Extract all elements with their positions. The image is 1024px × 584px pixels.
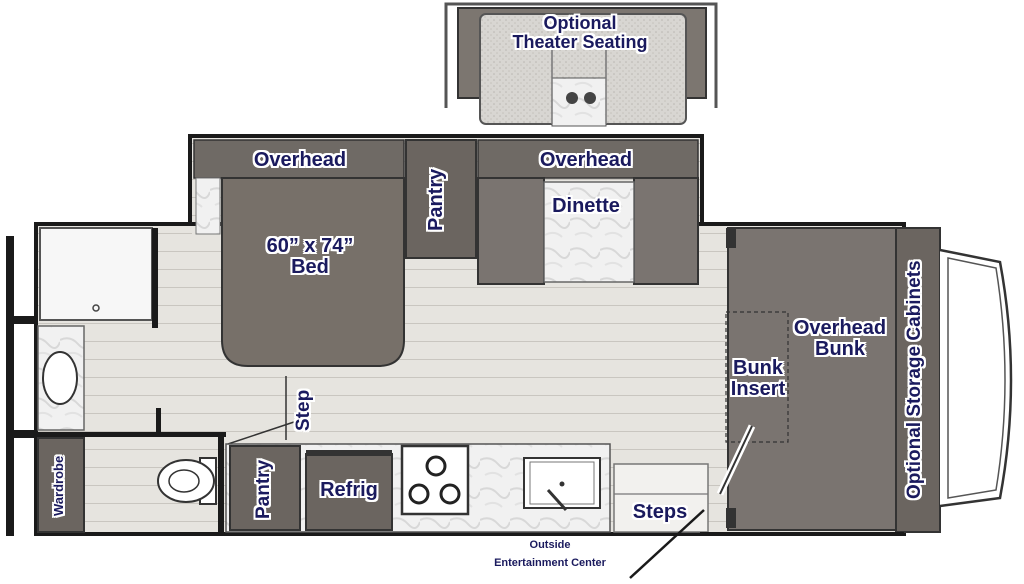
rear-bumper	[6, 236, 34, 536]
dinette-table	[543, 181, 635, 283]
bunk-insert-outline	[725, 311, 789, 443]
storage-cabinets	[895, 227, 941, 533]
label-overhead-bed: Overhead	[253, 149, 347, 171]
pantry-top	[405, 139, 477, 259]
label-dinette: Dinette	[552, 195, 620, 217]
pantry-bottom	[229, 445, 301, 531]
theater-seating	[444, 2, 718, 127]
bath-sink	[42, 351, 78, 405]
overhead-bunk	[727, 227, 897, 531]
label-entertainment-center: Entertainment Center	[494, 557, 606, 569]
label-pantry-bottom: Pantry	[253, 459, 274, 519]
label-overhead-bunk: Overhead Bunk	[793, 317, 887, 360]
dinette-seat-left	[477, 177, 545, 285]
label-step: Step	[293, 389, 314, 431]
overhead-bed-cabinet	[193, 139, 405, 179]
label-wardrobe: Wardrobe	[51, 455, 66, 517]
refrigerator	[305, 453, 393, 531]
cab-seats	[716, 228, 756, 528]
bed	[221, 177, 405, 367]
dinette-seat-right	[633, 177, 699, 285]
wardrobe	[37, 437, 85, 533]
label-steps: Steps	[632, 501, 688, 523]
label-overhead-dinette: Overhead	[539, 149, 633, 171]
label-outside: Outside	[529, 539, 571, 551]
label-theater-seating: Optional Theater Seating	[512, 13, 648, 52]
stove	[400, 444, 470, 516]
label-bunk-insert: Bunk Insert	[730, 357, 786, 400]
label-storage-cabinets: Optional Storage Cabinets	[904, 260, 925, 500]
overhead-dinette-cabinet	[477, 139, 699, 179]
kitchen-sink	[523, 457, 601, 512]
label-bed: 60” x 74” Bed	[266, 235, 354, 278]
shower	[39, 227, 153, 321]
entry-steps	[613, 463, 709, 579]
label-refrig: Refrig	[320, 479, 378, 501]
label-pantry-top: Pantry	[425, 168, 447, 232]
cab-nose	[939, 248, 1013, 508]
toilet	[157, 457, 217, 505]
bath-walls	[36, 228, 226, 532]
